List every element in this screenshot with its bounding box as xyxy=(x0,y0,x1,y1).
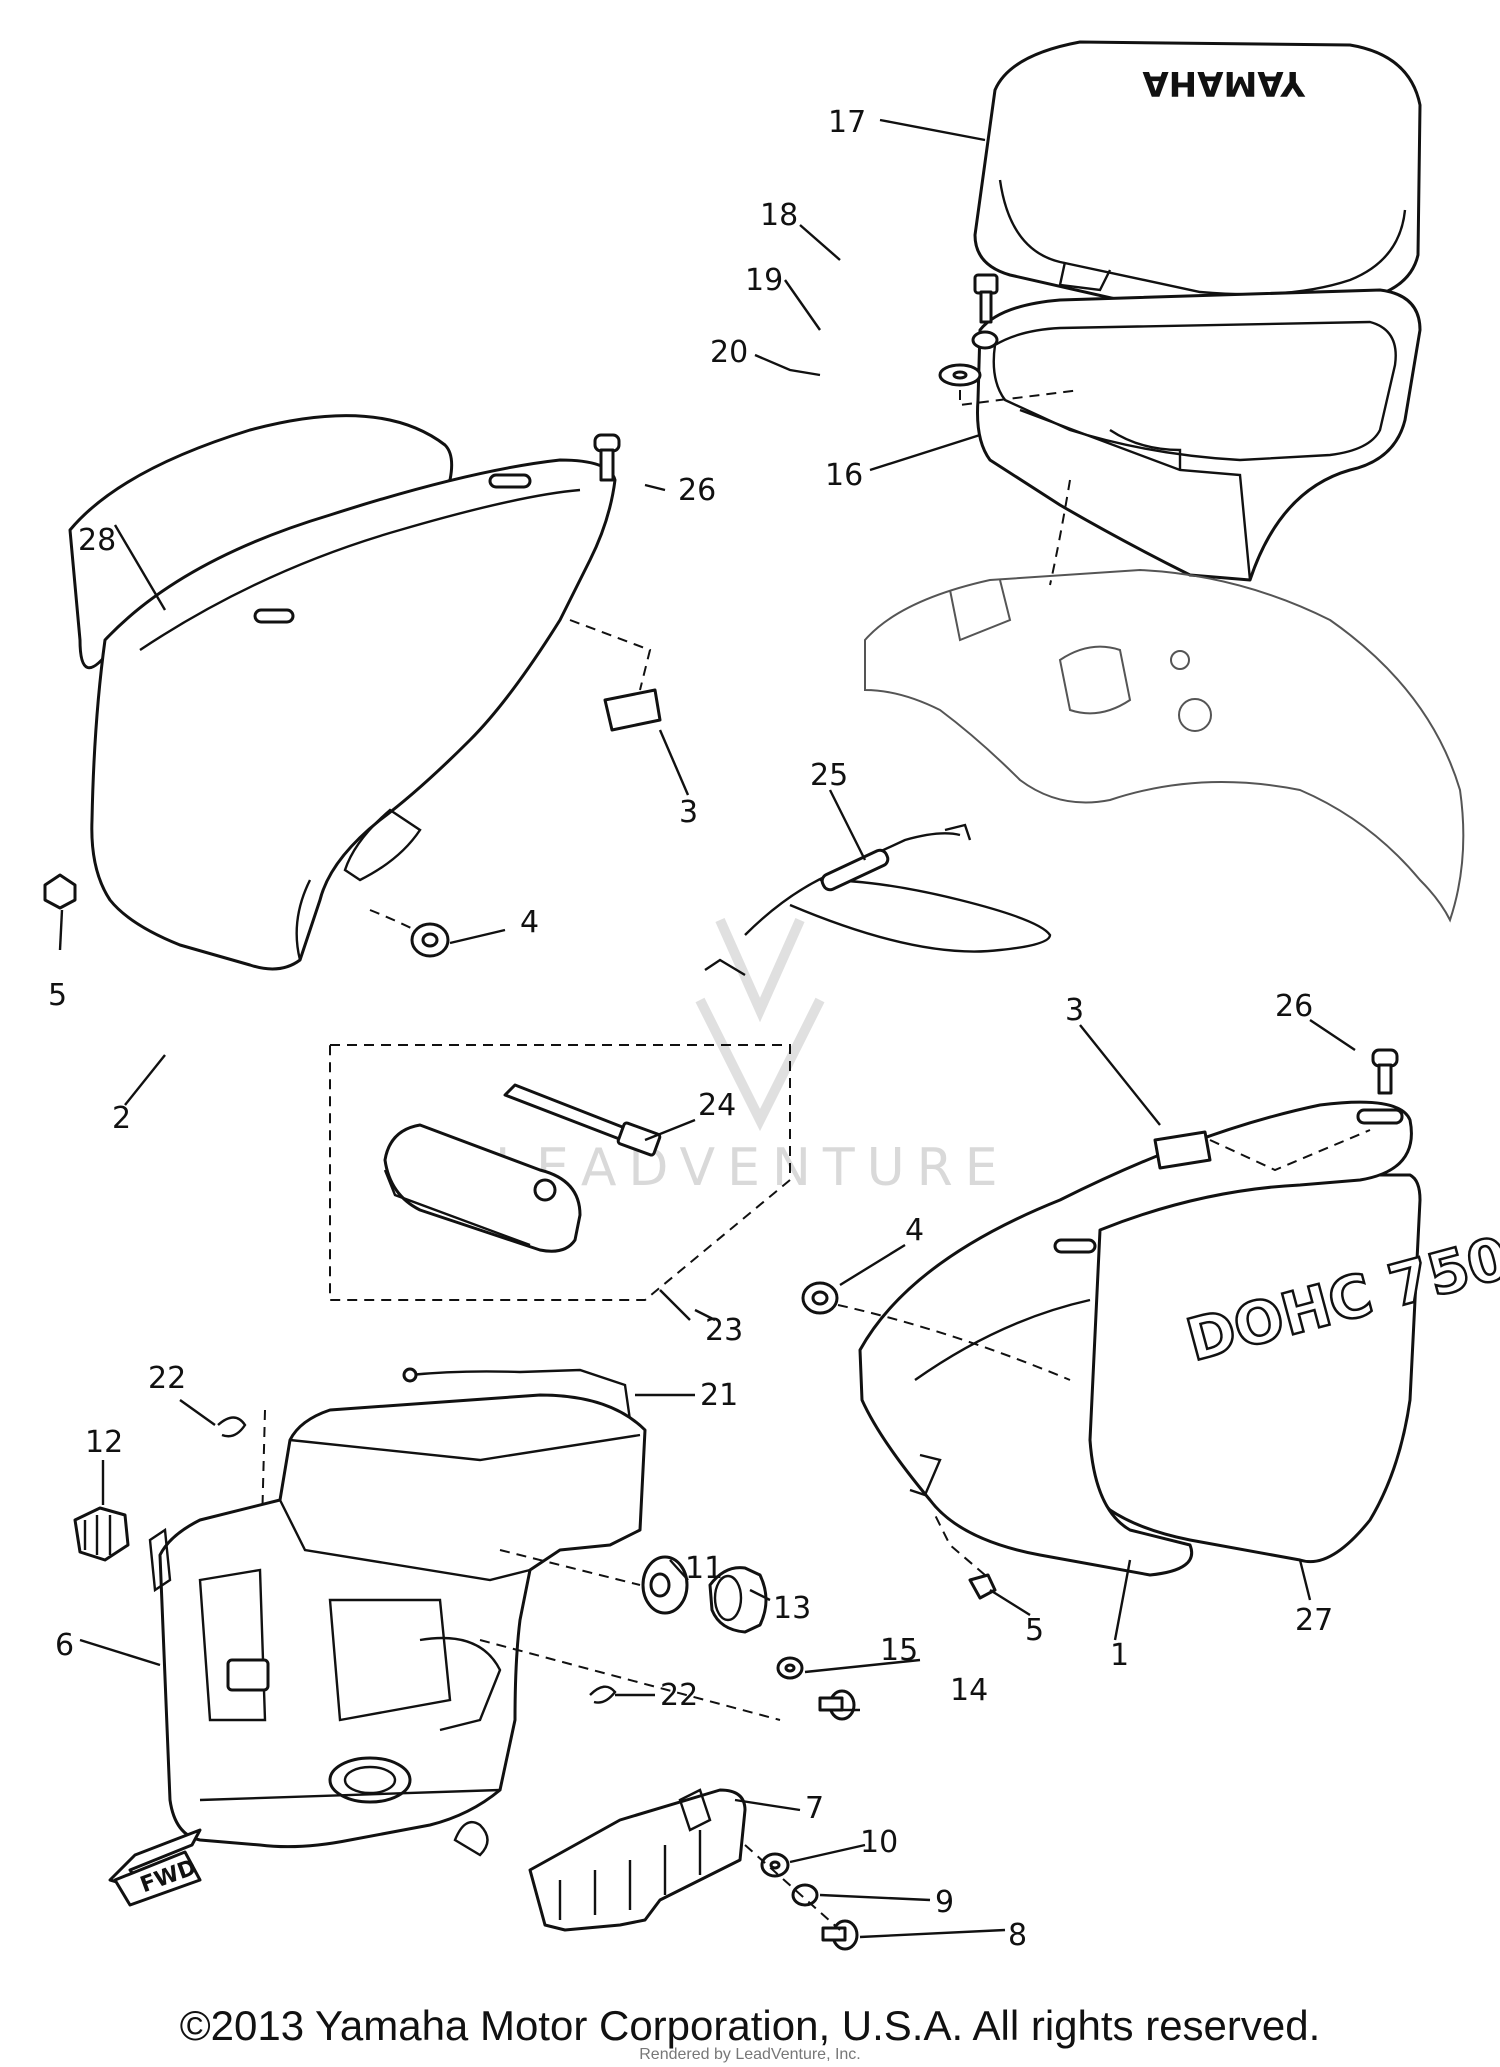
callout-13: 13 xyxy=(773,1591,811,1626)
callout-9: 9 xyxy=(935,1885,954,1920)
part-17-cover: YAMAHA xyxy=(973,40,1422,317)
callout-23: 23 xyxy=(705,1313,743,1348)
callout-2: 2 xyxy=(112,1101,131,1136)
part-12-damper xyxy=(73,1506,130,1562)
callout-27: 27 xyxy=(1295,1603,1333,1638)
callout-19: 19 xyxy=(745,263,783,298)
part-15-washer xyxy=(776,1656,804,1680)
callout-18: 18 xyxy=(760,198,798,233)
part-1-right-side-cover xyxy=(858,1100,1413,1577)
callout-28: 28 xyxy=(78,523,116,558)
callout-12: 12 xyxy=(85,1425,123,1460)
callout-10: 10 xyxy=(860,1825,898,1860)
callout-15: 15 xyxy=(880,1633,918,1668)
part-3-grommet-left xyxy=(569,619,662,732)
part-7-bracket xyxy=(528,1788,747,1932)
callout-5-right: 5 xyxy=(1025,1613,1044,1648)
part-4-grommet-left xyxy=(410,922,450,958)
part-16-tray xyxy=(976,288,1422,582)
part-3-grommet-right xyxy=(1153,1129,1371,1172)
callout-26-right: 26 xyxy=(1275,989,1313,1024)
part-4-grommet-right xyxy=(801,1281,839,1315)
part-2-left-side-cover xyxy=(90,458,617,971)
part-6-battery-box xyxy=(148,1393,647,1857)
part-19-washer xyxy=(971,330,999,350)
copyright-notice: ©2013 Yamaha Motor Corporation, U.S.A. A… xyxy=(179,2002,1321,2049)
part-24-strap xyxy=(503,1083,662,1157)
part-25-cable xyxy=(704,823,1052,977)
part-8-bolt xyxy=(821,1919,859,1951)
part-13-damper xyxy=(708,1566,768,1634)
callout-3-left: 3 xyxy=(679,795,698,830)
callout-26-left: 26 xyxy=(678,473,716,508)
callout-25: 25 xyxy=(810,758,848,793)
callout-1: 1 xyxy=(1110,1638,1129,1673)
callout-16: 16 xyxy=(825,458,863,493)
rendered-by-note: Rendered by LeadVenture, Inc. xyxy=(639,2046,861,2063)
callout-22-lower: 22 xyxy=(660,1678,698,1713)
part-9-washer xyxy=(791,1883,819,1907)
callout-3-right: 3 xyxy=(1065,993,1084,1028)
callout-22-upper: 22 xyxy=(148,1361,186,1396)
callout-17: 17 xyxy=(828,105,866,140)
callout-21: 21 xyxy=(700,1378,738,1413)
part-18-bolt xyxy=(973,273,999,324)
callout-24: 24 xyxy=(698,1088,736,1123)
callout-6: 6 xyxy=(55,1628,74,1663)
part-26-knob-left xyxy=(593,433,621,482)
part-23-toolkit xyxy=(329,1044,791,1301)
part-22-clip-lower xyxy=(589,1685,617,1704)
part-26-knob-right xyxy=(1371,1048,1399,1095)
part-5-screw-right xyxy=(934,1514,997,1600)
rear-fender-ghost xyxy=(864,479,1465,923)
fwd-arrow: FWD xyxy=(108,1828,202,1907)
part-22-clip-upper xyxy=(217,1416,247,1438)
yamaha-logo-text: YAMAHA xyxy=(1142,63,1306,103)
callout-4-right: 4 xyxy=(905,1213,924,1248)
part-10-washer xyxy=(760,1852,790,1878)
callout-20: 20 xyxy=(710,335,748,370)
callout-11: 11 xyxy=(685,1551,723,1586)
leadventure-watermark: LEADVENTURE xyxy=(495,917,1010,1198)
part-14-bolt xyxy=(818,1689,856,1721)
part-11-damper xyxy=(641,1555,689,1615)
callout-5-left: 5 xyxy=(48,978,67,1013)
callout-leaders xyxy=(58,118,1356,1939)
callout-7: 7 xyxy=(805,1791,824,1826)
callout-14: 14 xyxy=(950,1673,988,1708)
watermark-text: LEADVENTURE xyxy=(495,1138,1010,1198)
part-27-emblem: DOHC 750 xyxy=(1083,1173,1500,1564)
callout-8: 8 xyxy=(1008,1918,1027,1953)
part-20-washer xyxy=(938,363,982,387)
callout-4-left: 4 xyxy=(520,905,539,940)
callout-labels: 17 18 19 20 16 26 28 3 25 5 4 2 3 26 24 … xyxy=(48,105,1333,1953)
part-5-nut-left xyxy=(43,873,77,910)
